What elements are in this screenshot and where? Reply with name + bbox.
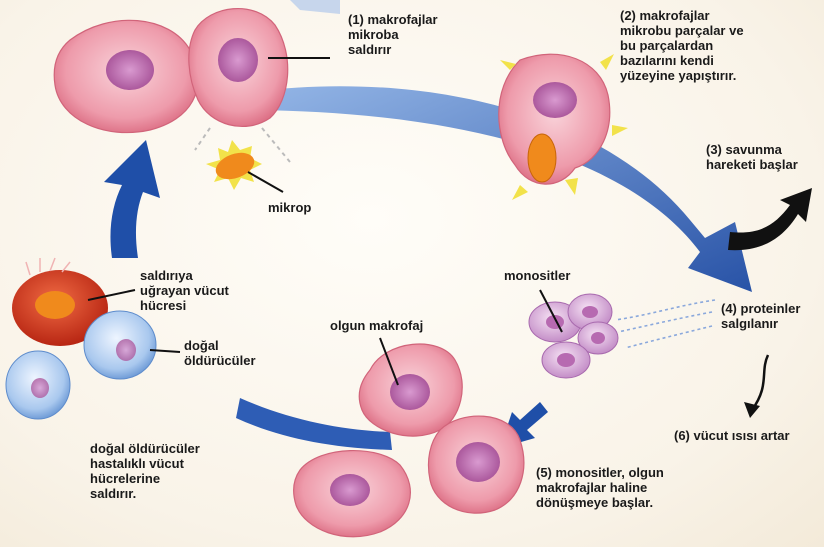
label-natural-killers: doğal öldürücüler [184, 338, 256, 368]
macrophage-center [189, 9, 288, 127]
temperature-arrow [752, 355, 768, 410]
label-step6: (6) vücut ısısı artar [674, 428, 790, 443]
microbe-icon [206, 140, 262, 190]
mature-macrophage-2 [428, 416, 523, 513]
label-step2: (2) makrofajlar mikrobu parçalar ve bu p… [620, 8, 744, 83]
monocyte-cluster [529, 294, 618, 378]
label-monocytes: monositler [504, 268, 570, 283]
page-tab-shape [290, 0, 340, 14]
natural-killer-cell-2 [6, 351, 70, 419]
defense-arrow [728, 188, 812, 250]
label-mikrop: mikrop [268, 200, 311, 215]
temperature-arrow-head [744, 402, 760, 418]
label-nk-description: doğal öldürücüler hastalıklı vücut hücre… [90, 441, 200, 501]
label-mature-macrophage: olgun makrofaj [330, 318, 423, 333]
mature-macrophage-3 [294, 451, 411, 537]
label-step1: (1) makrofajlar mikroba saldırır [348, 12, 438, 57]
label-step4: (4) proteinler salgılanır [721, 301, 800, 331]
label-step5: (5) monositler, olgun makrofajlar haline… [536, 465, 664, 510]
natural-killer-cell-1 [84, 311, 156, 379]
label-attacked-cell: saldırıya uğrayan vücut hücresi [140, 268, 229, 313]
mature-macrophage-1 [359, 344, 462, 436]
left-up-arrow [104, 140, 160, 258]
macrophage-presenting [499, 54, 628, 200]
label-step3: (3) savunma hareketi başlar [706, 142, 798, 172]
macrophage-left [54, 20, 198, 132]
protein-signal-lines [615, 300, 715, 348]
